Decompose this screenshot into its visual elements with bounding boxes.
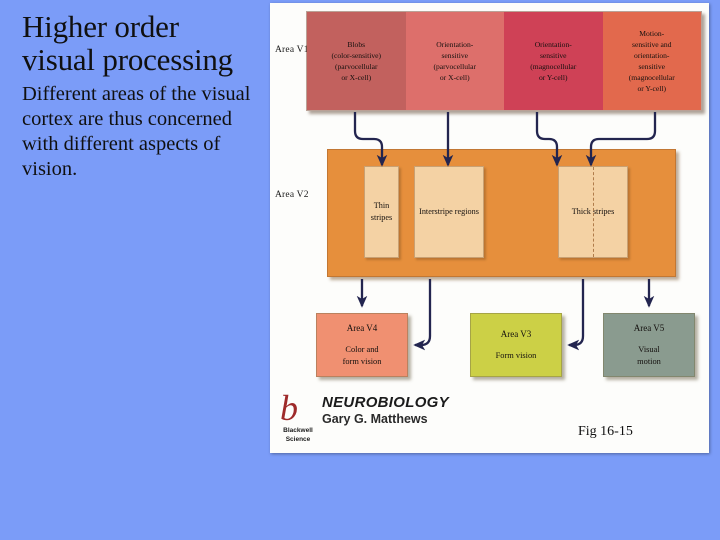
area-v1-label: Area V1: [275, 45, 309, 56]
v1-motion-line-5: (magnocellular: [628, 73, 675, 82]
book-title: NEUROBIOLOGY: [322, 394, 449, 411]
area-v4-sub-line-1: Color and: [345, 345, 379, 355]
v1-cell-orientation-magnocellular: Orientation- sensitive (magnocellular or…: [504, 12, 603, 110]
v1-blobs-line-1: Blobs: [347, 40, 366, 49]
v1-motion-line-4: sensitive: [638, 62, 666, 71]
area-v3-title: Area V3: [500, 329, 532, 340]
imprint-line-2: Science: [285, 435, 311, 443]
v1-cell-blobs: Blobs (color-sensitive) (parvocellular o…: [307, 12, 406, 110]
v1-orient-parvo-line-1: Orientation-: [436, 40, 474, 49]
arrow-thick-stripes-to-v3: [567, 279, 585, 351]
area-v3-sub-line-1: Form vision: [495, 350, 537, 360]
arrow-interstripe-to-v4: [413, 279, 432, 351]
v1-orient-magno-line-3: (magnocellular: [530, 62, 577, 71]
interstripe-line-2: regions: [454, 207, 479, 217]
v1-band: Blobs (color-sensitive) (parvocellular o…: [306, 11, 702, 111]
v1-orient-magno-line-2: sensitive: [539, 51, 567, 60]
v1-blobs-line-2: (color-sensitive): [331, 51, 382, 60]
area-v4-sub-line-2: form vision: [342, 356, 382, 366]
area-v4-title: Area V4: [346, 323, 378, 334]
area-v5-sub-line-1: Visual: [638, 345, 660, 355]
v1-orient-parvo-line-3: (parvocellular: [433, 62, 477, 71]
area-v3-box: Area V3 Form vision: [470, 313, 562, 377]
area-v5-title: Area V5: [633, 323, 665, 334]
v1-orient-parvo-line-4: or X-cell): [439, 73, 470, 82]
thick-stripes-box: Thick stripes: [558, 166, 628, 258]
area-v5-sub-line-2: motion: [637, 356, 661, 366]
thin-stripes-box: Thin stripes: [364, 166, 399, 258]
page-title: Higher order visual processing: [22, 9, 233, 78]
v1-cell-orientation-parvocellular: Orientation- sensitive (parvocellular or…: [405, 12, 504, 110]
v1-motion-line-2: sensitive and: [632, 40, 672, 49]
slide-body-text: Different areas of the visual cortex are…: [22, 83, 251, 181]
thick-stripes-divider: [593, 167, 594, 257]
book-author: Gary G. Matthews: [322, 412, 428, 426]
thick-stripes-line-1: Thick: [571, 207, 591, 217]
v1-orient-magno-line-1: Orientation-: [534, 40, 572, 49]
imprint-line-1: Blackwell: [283, 427, 313, 434]
area-v1-label-text: Area V1: [275, 45, 309, 55]
interstripe-line-1: Interstripe: [419, 207, 453, 217]
v1-blobs-line-4: or X-cell): [341, 73, 372, 82]
thin-stripes-line-1: Thin: [373, 201, 390, 211]
area-v5-box: Area V5 Visual motion: [603, 313, 695, 377]
area-v2-label-text: Area V2: [275, 190, 309, 200]
v1-motion-line-1: Motion-: [639, 29, 665, 38]
thick-stripes-line-2: stripes: [592, 207, 615, 217]
figure-panel: Area V1 Area V2 Blobs (color-sensitive) …: [270, 3, 709, 453]
v1-motion-line-6: or Y-cell): [637, 84, 667, 93]
publisher-logo: b Blackwell Science NEUROBIOLOGY Gary G.…: [280, 388, 480, 449]
blackwell-b-icon: b: [280, 388, 298, 428]
area-v4-box: Area V4 Color and form vision: [316, 313, 408, 377]
slide-text-column: Higher order visual processing Different…: [22, 10, 254, 182]
blackwell-imprint: Blackwell Science: [280, 427, 316, 445]
v1-orient-parvo-line-2: sensitive: [441, 51, 469, 60]
v2-band: Thin stripes Interstripe regions Thick s…: [327, 149, 676, 277]
thin-stripes-line-2: stripes: [370, 213, 393, 222]
v1-blobs-line-3: (parvocellular: [334, 62, 378, 71]
area-v2-label: Area V2: [275, 190, 309, 201]
v1-motion-line-3: orientation-: [634, 51, 670, 60]
v1-cell-motion-orientation: Motion- sensitive and orientation- sensi…: [602, 12, 701, 110]
v1-orient-magno-line-4: or Y-cell): [538, 73, 568, 82]
figure-caption: Fig 16-15: [578, 424, 633, 439]
interstripe-regions-box: Interstripe regions: [414, 166, 484, 258]
